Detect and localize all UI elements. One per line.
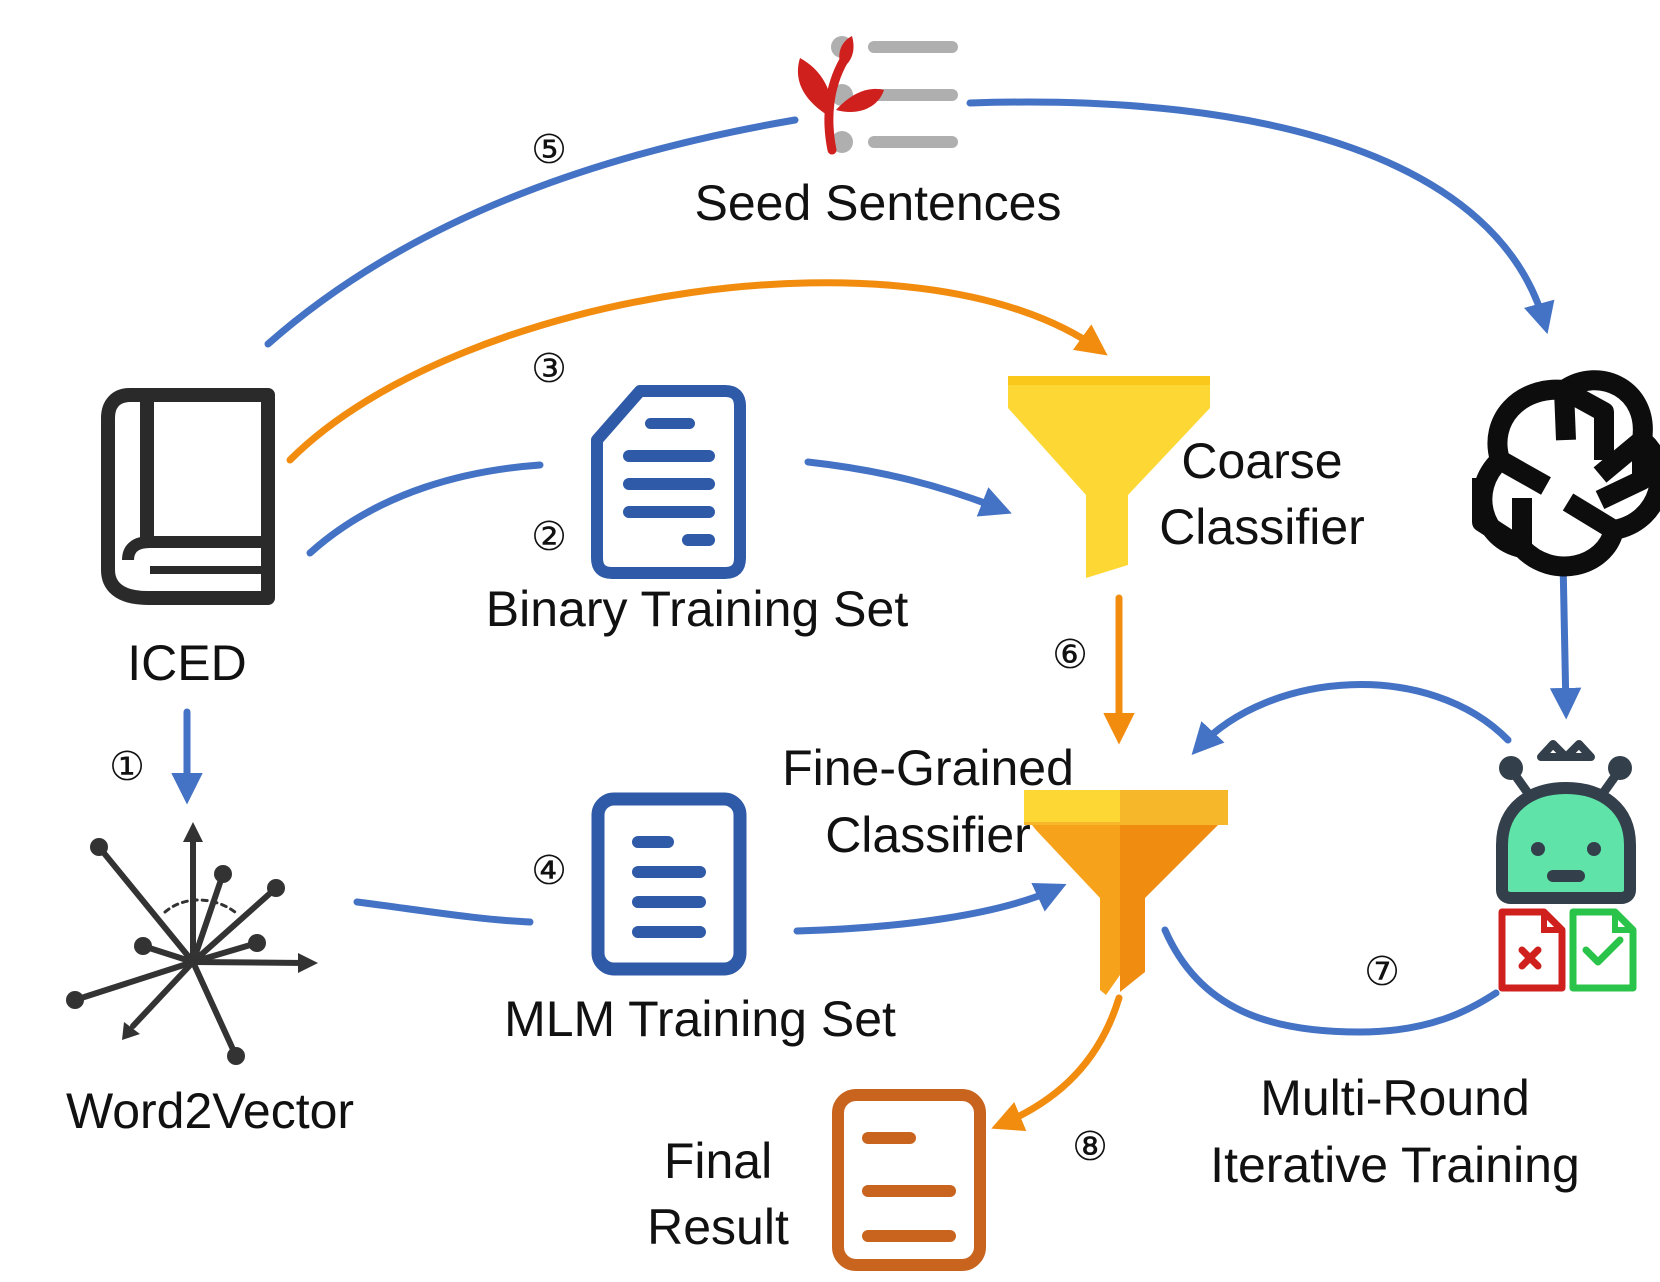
multi-round-label-1: Multi-Round: [1260, 1070, 1530, 1126]
fine-funnel-icon: [1024, 790, 1228, 995]
step-1: ①: [109, 744, 145, 790]
accepted-file-icon: [1569, 908, 1637, 992]
arrow-robot-to-fine: [1191, 681, 1512, 755]
arrow-llm-to-robot: [1549, 556, 1582, 720]
final-result-document-icon: [832, 1089, 986, 1271]
rejected-file-icon: [1498, 908, 1566, 992]
book-icon: [101, 388, 275, 605]
binary-document-icon: [591, 385, 746, 579]
arrow-fine-to-final: [991, 994, 1123, 1132]
step-4: ④: [531, 848, 567, 894]
multi-round-label-2: Iterative Training: [1210, 1137, 1580, 1193]
arrow-mlm-to-fine: [793, 883, 1067, 935]
step-7: ⑦: [1364, 949, 1400, 995]
step-5: ⑤: [531, 127, 567, 173]
arrows: [171, 98, 1582, 1132]
seed-sentences-label: Seed Sentences: [695, 175, 1062, 231]
arrow-word2vec-to-mlm: [353, 898, 534, 926]
seedling-list-icon: [797, 36, 958, 155]
final-result-label-1: Final: [664, 1133, 772, 1189]
arrow-iced-to-seed: [264, 116, 799, 348]
openai-logo-icon: [1472, 370, 1660, 577]
vector-space-icon: [66, 822, 318, 1065]
coarse-classifier-label-2: Classifier: [1159, 499, 1365, 555]
step-2: ②: [531, 514, 567, 560]
fine-grained-classifier-label-2: Classifier: [825, 807, 1031, 863]
arrow-iced-to-coarse: [286, 279, 1108, 464]
word2vector-label: Word2Vector: [66, 1083, 354, 1139]
fine-grained-classifier-label-1: Fine-Grained: [782, 740, 1074, 796]
mlm-training-set-label: MLM Training Set: [504, 991, 896, 1047]
coarse-funnel-icon: [1008, 376, 1210, 578]
coarse-classifier-label-1: Coarse: [1181, 433, 1342, 489]
robot-icon: [1496, 740, 1636, 904]
arrow-seed-to-llm: [966, 98, 1555, 335]
mlm-document-icon: [591, 792, 747, 976]
iced-label: ICED: [127, 635, 246, 691]
step-markers: ① ② ③ ④ ⑤ ⑥ ⑦ ⑧: [109, 127, 1400, 1170]
arrow-binary-to-coarse: [804, 458, 1012, 517]
arrow-iced-to-binary: [306, 461, 544, 557]
final-result-label-2: Result: [647, 1199, 789, 1255]
step-6: ⑥: [1052, 632, 1088, 678]
step-3: ③: [531, 346, 567, 392]
arrow-fine-to-robot-loop: [1161, 926, 1500, 1036]
binary-training-set-label: Binary Training Set: [486, 581, 909, 637]
step-8: ⑧: [1072, 1124, 1108, 1170]
